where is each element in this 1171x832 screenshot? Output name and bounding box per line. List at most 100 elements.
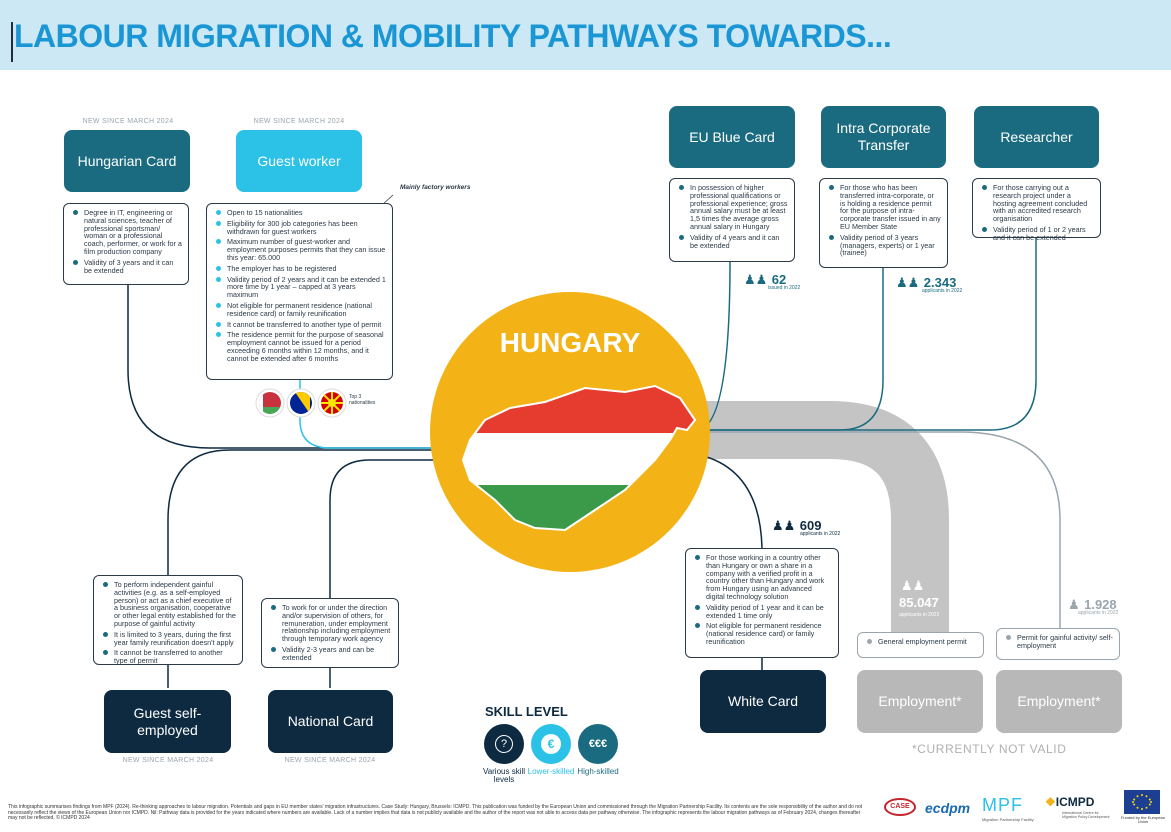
line-hungarian-card: [127, 285, 440, 449]
national-card-info: To work for or under the direction and/o…: [261, 598, 399, 668]
page-title: LABOUR MIGRATION & MOBILITY PATHWAYS TOW…: [14, 18, 892, 54]
footer-disclaimer: This infographic summarises findings fro…: [8, 804, 863, 822]
eu-blue-card-title: EU Blue Card: [689, 128, 775, 145]
employment-1-box[interactable]: Employment*: [857, 670, 983, 733]
bullet: Not eligible for permanent residence (na…: [694, 622, 832, 645]
bullet: It cannot be transferred to another type…: [102, 649, 236, 665]
white-card-stat: ♟♟ 609 applicants in 2022: [772, 517, 840, 537]
skill-label-high: High-skilled: [577, 767, 619, 776]
intra-corporate-box[interactable]: Intra Corporate Transfer: [821, 106, 946, 168]
bullet: Validity of 3 years and it can be extend…: [72, 258, 182, 275]
guest-self-employed-info: To perform independent gainful activitie…: [93, 575, 243, 665]
people-icon: ♟♟: [896, 275, 920, 290]
line-guest-self-employed: [167, 449, 440, 575]
new-since-label-national-card: NEW SINCE MARCH 2024: [284, 757, 376, 764]
eu-blue-card-box[interactable]: EU Blue Card: [669, 106, 795, 168]
skill-level-title: SKILL LEVEL: [485, 704, 568, 719]
hungary-map: [461, 384, 697, 532]
intra-corporate-title: Intra Corporate Transfer: [836, 120, 931, 153]
guest-worker-title: Guest worker: [257, 152, 341, 169]
top-nationalities-label: Top 3 nationalities: [349, 394, 376, 406]
bullet: It cannot be transferred to another type…: [215, 320, 386, 329]
new-since-label-guest-worker: NEW SINCE MARCH 2024: [253, 118, 345, 125]
hungarian-card-title: Hungarian Card: [77, 152, 177, 169]
stat-label: applicants in 2022: [800, 531, 841, 537]
employment-2-info: Permit for gainful activity/ self-employ…: [996, 628, 1120, 660]
skill-label-lower: Lower-skilled: [527, 767, 575, 776]
employment-2-box[interactable]: Employment*: [996, 670, 1122, 733]
line-employment-2: [700, 431, 1061, 640]
bullet: It is limited to 3 years, during the fir…: [102, 630, 236, 647]
header-banner: LABOUR MIGRATION & MOBILITY PATHWAYS TOW…: [0, 0, 1171, 70]
employment-2-stat: ♟ 1.928 applicants in 2022: [1068, 596, 1118, 616]
national-card-box[interactable]: National Card: [268, 690, 393, 753]
icmpd-mark-icon: ❖: [1045, 795, 1056, 809]
bullet: In possession of higher professional qua…: [678, 184, 788, 231]
stat-value: 609: [799, 518, 822, 533]
stat-label: issued in 2022: [768, 285, 801, 291]
bullet: Validity period of 1 or 2 years and it c…: [981, 226, 1094, 242]
hungary-label: HUNGARY: [499, 327, 641, 358]
case-logo: CASE: [884, 798, 916, 816]
bullet: To work for or under the direction and/o…: [270, 604, 392, 643]
bullet: Open to 15 nationalities: [215, 209, 386, 217]
stat-label: applicants in 2022: [899, 612, 940, 618]
new-since-label-hungarian-card: NEW SINCE MARCH 2024: [82, 118, 174, 125]
employment-1-title: Employment*: [878, 693, 962, 709]
bullet: Permit for gainful activity/ self-employ…: [1005, 634, 1113, 650]
researcher-info: For those carrying out a research projec…: [972, 178, 1101, 241]
people-icon: ♟♟: [901, 578, 925, 593]
bullet: Validity period of 3 years (managers, ex…: [828, 233, 941, 257]
bullet: Not eligible for permanent residence (na…: [215, 302, 386, 318]
guest-worker-info: Open to 15 nationalities Eligibility for…: [206, 203, 393, 380]
bosnia-flag: [286, 388, 316, 418]
bullet: For those who has been transferred intra…: [828, 184, 941, 231]
bullet: Maximum number of guest-worker and emplo…: [215, 238, 386, 261]
guest-worker-box[interactable]: Guest worker: [236, 130, 362, 192]
bullet: To perform independent gainful activitie…: [102, 581, 236, 628]
white-card-info: For those working in a country other tha…: [685, 548, 839, 658]
not-valid-note: *CURRENTLY NOT VALID: [912, 742, 1067, 756]
euro-icon: €: [531, 724, 571, 764]
researcher-box[interactable]: Researcher: [974, 106, 1099, 168]
bullet: Validity 2-3 years and can be extended: [270, 646, 392, 662]
mpf-logo: MPF: [982, 795, 1023, 815]
bullet: Eligibility for 300 job categories has b…: [215, 219, 386, 236]
intra-corporate-stat: ♟♟ 2.343 applicants in 2022: [896, 274, 962, 294]
line-researcher: [700, 238, 1037, 431]
icmpd-subtitle: International Centre for Migration Polic…: [1062, 811, 1110, 819]
multi-euro-icon: €€€: [578, 724, 618, 764]
header-accent-bar: [11, 22, 13, 62]
eu-blue-card-info: In possession of higher professional qua…: [669, 178, 795, 262]
stat-value: 2.343: [923, 275, 957, 290]
bullet: For those carrying out a research projec…: [981, 184, 1094, 223]
icmpd-text: ICMPD: [1055, 795, 1095, 809]
intra-corporate-info: For those who has been transferred intra…: [819, 178, 948, 268]
bullet: For those working in a country other tha…: [694, 554, 832, 601]
national-card-title: National Card: [287, 713, 374, 729]
people-icon: ♟♟: [744, 272, 768, 287]
bullet: Validity of 4 years and it can be extend…: [678, 233, 788, 250]
top-nationalities-flags: [255, 388, 347, 418]
white-card-box[interactable]: White Card: [700, 670, 826, 733]
question-icon: ?: [484, 724, 524, 764]
line-guest-worker: [299, 380, 440, 449]
stat-value: 1.928: [1084, 597, 1117, 612]
mpf-subtitle: Migration Partnership Facility: [982, 817, 1034, 822]
bullet: General employment permit: [866, 638, 977, 646]
eu-blue-card-stat: ♟♟ 62 issued in 2022: [744, 271, 800, 291]
employment-2-title: Employment*: [1017, 693, 1101, 709]
hungarian-card-info: Degree in IT, engineering or natural sci…: [63, 203, 189, 285]
guest-self-employed-box[interactable]: Guest self-employed: [104, 690, 231, 753]
bullet: The employer has to be registered: [215, 264, 386, 273]
bullet: The residence permit for the purpose of …: [215, 331, 386, 362]
employment-1-info: General employment permit: [857, 632, 984, 658]
new-since-label-guest-self-employed: NEW SINCE MARCH 2024: [122, 757, 214, 764]
researcher-title: Researcher: [1000, 128, 1073, 145]
eu-flag-icon: [1124, 790, 1160, 814]
hungarian-card-box[interactable]: Hungarian Card: [64, 130, 190, 192]
belarus-flag: [255, 388, 285, 418]
line-national-card: [329, 459, 440, 598]
guest-worker-note: Mainly factory workers: [400, 184, 471, 191]
white-card-title: White Card: [727, 693, 799, 709]
